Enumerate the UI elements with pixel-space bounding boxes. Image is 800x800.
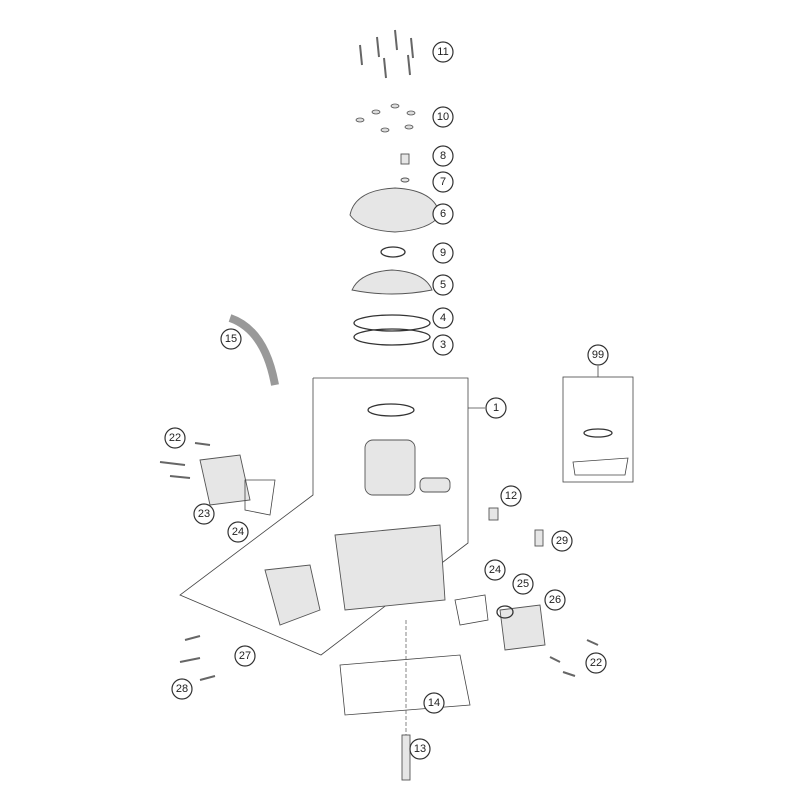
- svg-text:26: 26: [549, 594, 561, 606]
- callout-25[interactable]: 25: [512, 573, 534, 595]
- callout-22-left[interactable]: 22: [164, 427, 186, 449]
- svg-text:1: 1: [493, 402, 499, 414]
- seal-ring-part: [400, 177, 410, 183]
- svg-text:12: 12: [505, 490, 517, 502]
- svg-text:14: 14: [428, 697, 440, 709]
- head-bolts: [359, 29, 414, 79]
- callout-7[interactable]: 7: [432, 171, 454, 193]
- callout-13[interactable]: 13: [409, 738, 431, 760]
- combustion-insert-part: [351, 269, 433, 295]
- o-ring-part: [380, 246, 406, 258]
- svg-text:13: 13: [414, 743, 426, 755]
- cylinder-head-part: [349, 187, 441, 233]
- callout-10[interactable]: 10: [432, 106, 454, 128]
- cover-part-26: [499, 604, 546, 651]
- callout-8[interactable]: 8: [432, 145, 454, 167]
- svg-text:10: 10: [437, 111, 449, 123]
- callout-3[interactable]: 3: [432, 334, 454, 356]
- head-gasket-3: [353, 328, 431, 346]
- cover-part-23: [199, 454, 251, 506]
- svg-text:28: 28: [176, 683, 188, 695]
- svg-text:27: 27: [239, 650, 251, 662]
- plug-part: [400, 153, 410, 165]
- svg-text:7: 7: [440, 176, 446, 188]
- callout-27[interactable]: 27: [234, 645, 256, 667]
- sensor-part-29: [534, 529, 544, 547]
- svg-text:4: 4: [440, 312, 446, 324]
- callout-9[interactable]: 9: [432, 242, 454, 264]
- svg-text:24: 24: [489, 564, 501, 576]
- piston-ring-part: [367, 403, 415, 417]
- piston-pin-part: [419, 477, 451, 493]
- callout-28[interactable]: 28: [171, 678, 193, 700]
- callout-1[interactable]: 1: [485, 397, 507, 419]
- washers: [355, 103, 416, 133]
- svg-text:22: 22: [590, 657, 602, 669]
- hose-part: [228, 314, 279, 386]
- cylinder-part: [334, 524, 446, 611]
- head-gasket-4: [353, 314, 431, 332]
- callout-15[interactable]: 15: [220, 328, 242, 350]
- svg-text:6: 6: [440, 208, 446, 220]
- svg-text:11: 11: [437, 46, 448, 58]
- svg-text:29: 29: [556, 535, 568, 547]
- callout-24-right[interactable]: 24: [484, 559, 506, 581]
- svg-text:23: 23: [198, 508, 210, 520]
- callout-29[interactable]: 29: [551, 530, 573, 552]
- callout-24-left[interactable]: 24: [227, 521, 249, 543]
- base-gasket-part: [339, 654, 471, 716]
- svg-text:99: 99: [592, 349, 604, 361]
- svg-text:9: 9: [440, 247, 446, 259]
- callout-26[interactable]: 26: [544, 589, 566, 611]
- svg-text:5: 5: [440, 279, 446, 291]
- svg-text:15: 15: [225, 333, 237, 345]
- small-bolts: [159, 442, 599, 681]
- callout-11[interactable]: 11: [432, 41, 454, 63]
- svg-text:8: 8: [440, 150, 446, 162]
- svg-text:24: 24: [232, 526, 244, 538]
- callout-4[interactable]: 4: [432, 307, 454, 329]
- callout-99[interactable]: 99: [587, 344, 609, 366]
- callout-5[interactable]: 5: [432, 274, 454, 296]
- callout-6[interactable]: 6: [432, 203, 454, 225]
- callout-23[interactable]: 23: [193, 503, 215, 525]
- callout-22-right[interactable]: 22: [585, 652, 607, 674]
- svg-text:3: 3: [440, 339, 446, 351]
- piston-part: [364, 439, 416, 496]
- stud-part: [401, 734, 411, 781]
- gasket-part-24b: [454, 594, 489, 626]
- svg-text:22: 22: [169, 432, 181, 444]
- gasket-part-24: [244, 479, 276, 516]
- callout-12[interactable]: 12: [500, 485, 522, 507]
- callout-14[interactable]: 14: [423, 692, 445, 714]
- cylinder-group-frame: [179, 377, 469, 656]
- o-ring-part-25: [496, 605, 514, 619]
- exhaust-flange-part: [264, 564, 321, 626]
- svg-text:25: 25: [517, 578, 529, 590]
- plug-part-12: [488, 507, 499, 521]
